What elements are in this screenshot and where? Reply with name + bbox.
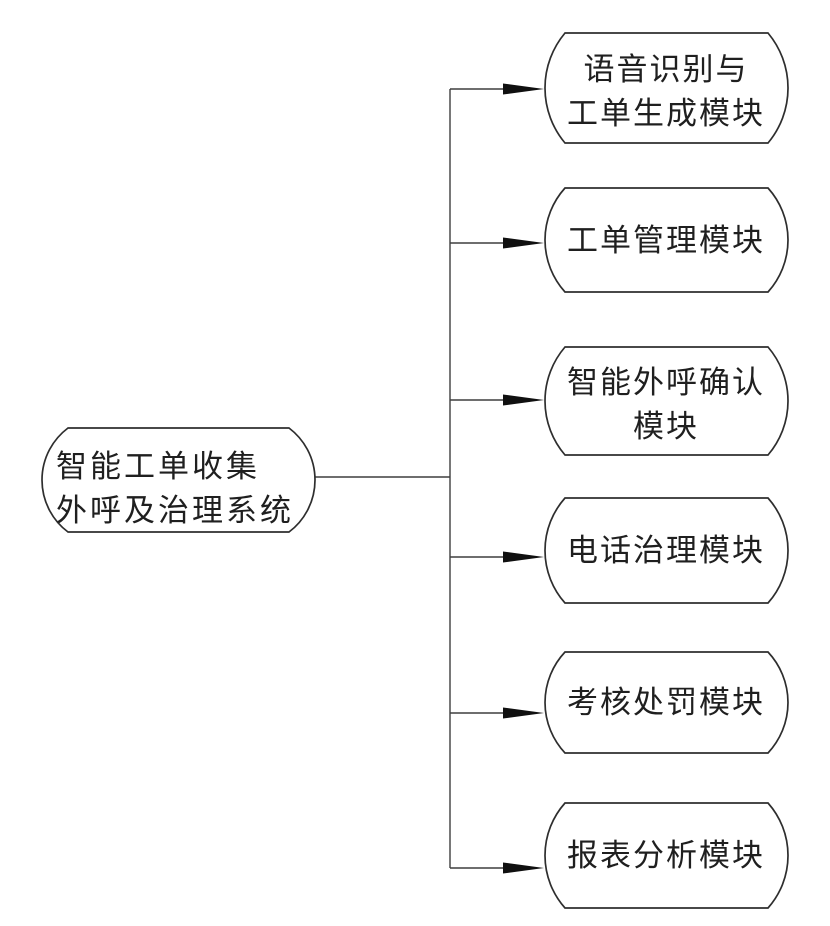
node-voice-workorder: 语音识别与 工单生成模块 — [544, 32, 789, 144]
node-workorder-mgmt-shape — [544, 187, 789, 293]
node-voice-workorder-shape — [544, 32, 789, 144]
node-system: 智能工单收集 外呼及治理系统 — [41, 427, 316, 533]
node-voice-workorder-label-line1: 语音识别与 — [584, 52, 749, 88]
node-phone-governance-label: 电话治理模块 — [567, 533, 765, 569]
node-phone-governance: 电话治理模块 — [544, 497, 789, 604]
node-voice-workorder-label-line2: 工单生成模块 — [567, 96, 765, 132]
node-phone-governance-shape — [544, 497, 789, 604]
arrowhead-6 — [503, 862, 544, 874]
node-report-analysis-shape — [544, 802, 789, 909]
node-system-shape — [41, 427, 316, 533]
node-outbound-confirm-label-line1: 智能外呼确认 — [567, 365, 765, 401]
node-report-analysis: 报表分析模块 — [544, 802, 789, 909]
node-system-label-line2: 外呼及治理系统 — [56, 493, 294, 529]
node-assessment-penalty-label: 考核处罚模块 — [567, 685, 765, 721]
node-outbound-confirm-shape — [544, 346, 789, 456]
node-outbound-confirm: 智能外呼确认 模块 — [544, 346, 789, 456]
node-system-label-line1: 智能工单收集 — [56, 449, 260, 485]
arrowhead-3 — [503, 394, 544, 406]
node-assessment-penalty-shape — [544, 651, 789, 754]
node-report-analysis-label: 报表分析模块 — [567, 838, 765, 874]
node-workorder-mgmt: 工单管理模块 — [544, 187, 789, 293]
node-outbound-confirm-label-line2: 模块 — [633, 409, 699, 445]
arrowhead-4 — [503, 551, 544, 563]
node-workorder-mgmt-label: 工单管理模块 — [567, 223, 765, 259]
node-assessment-penalty: 考核处罚模块 — [544, 651, 789, 754]
arrowhead-1 — [503, 83, 544, 95]
arrowhead-2 — [503, 237, 544, 249]
arrowhead-5 — [503, 707, 544, 719]
